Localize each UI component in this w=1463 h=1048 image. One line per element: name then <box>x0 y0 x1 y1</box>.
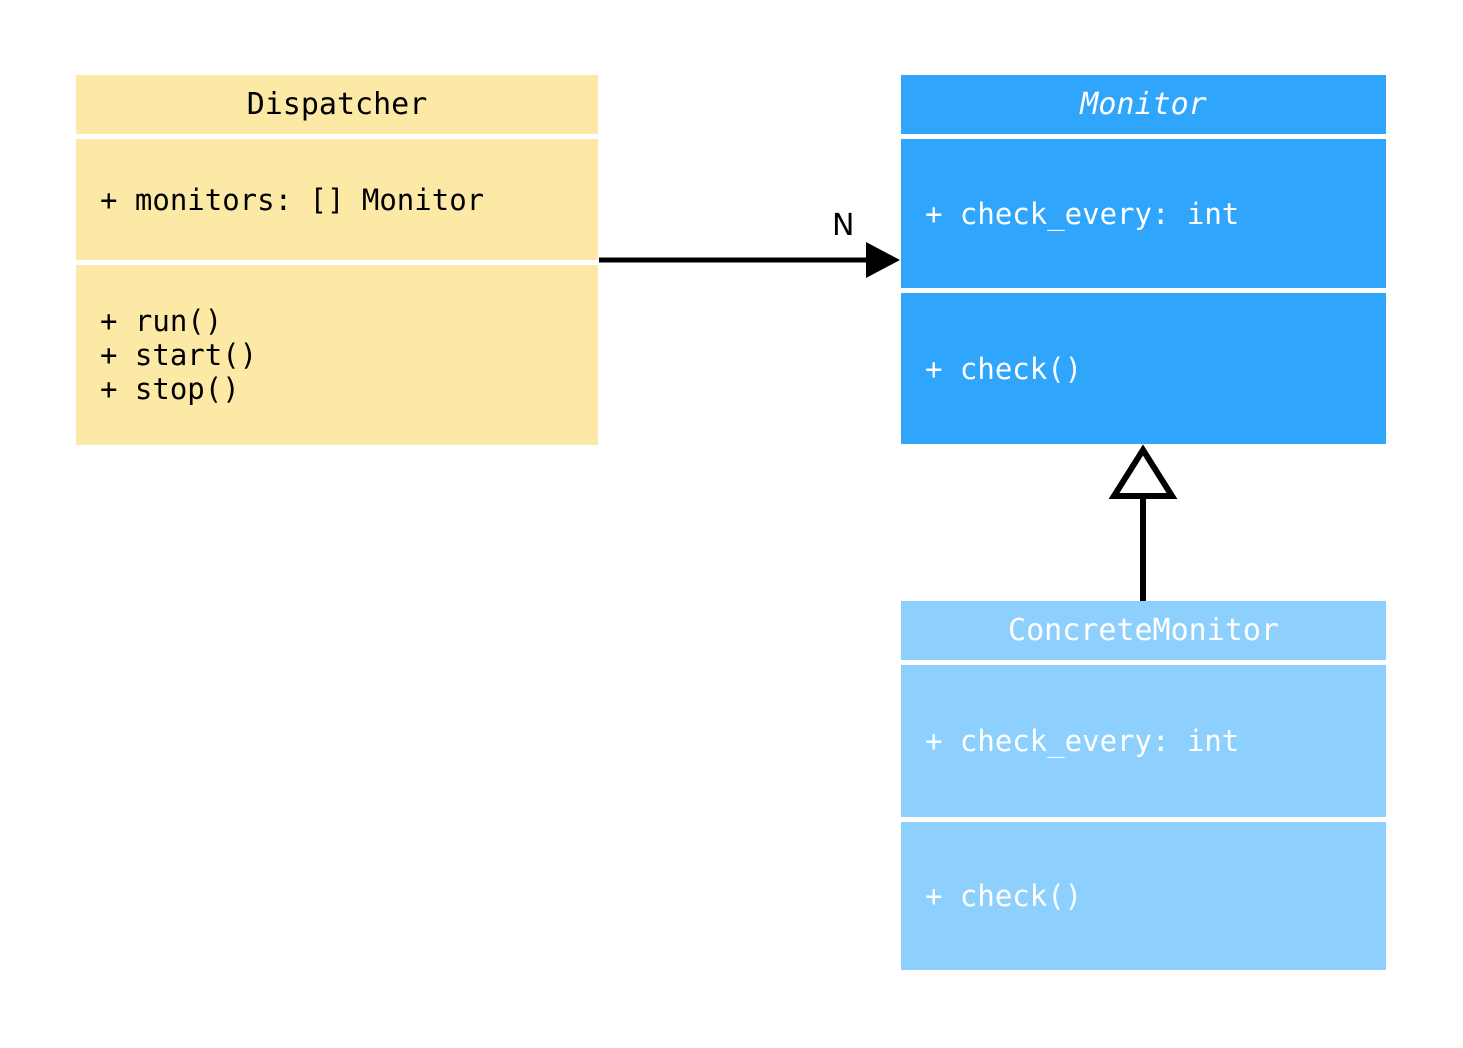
class-name-monitor: Monitor <box>1080 86 1207 122</box>
class-attributes-compartment-dispatcher: + monitors: [] Monitor <box>76 139 598 260</box>
class-name-dispatcher: Dispatcher <box>246 86 428 122</box>
class-methods-compartment-monitor: + check() <box>901 293 1386 444</box>
method-row: + run() <box>100 304 223 338</box>
class-name-concrete-monitor: ConcreteMonitor <box>1008 612 1279 648</box>
class-attributes-compartment-concrete-monitor: + check_every: int <box>901 665 1386 817</box>
attribute-row: + check_every: int <box>925 196 1240 231</box>
class-attributes-compartment-monitor: + check_every: int <box>901 139 1386 288</box>
attribute-row: + monitors: [] Monitor <box>100 182 485 217</box>
class-box-dispatcher[interactable]: Dispatcher + monitors: [] Monitor + run(… <box>76 75 598 445</box>
association-multiplicity-label: N <box>832 208 855 243</box>
class-box-concrete-monitor[interactable]: ConcreteMonitor + check_every: int + che… <box>901 601 1386 970</box>
generalization-concrete-to-monitor <box>1108 444 1178 601</box>
class-methods-compartment-dispatcher: + run() + start() + stop() <box>76 265 598 445</box>
attribute-row: + check_every: int <box>925 724 1240 758</box>
class-title-compartment-monitor: Monitor <box>901 75 1386 134</box>
method-row: + check() <box>925 351 1083 386</box>
association-dispatcher-to-monitor <box>599 242 900 278</box>
method-row: + check() <box>925 879 1083 913</box>
method-row: + stop() <box>100 372 240 406</box>
method-row: + start() <box>100 338 258 372</box>
generalization-triangle-icon <box>1108 444 1178 499</box>
class-box-monitor[interactable]: Monitor + check_every: int + check() <box>901 75 1386 444</box>
class-methods-compartment-concrete-monitor: + check() <box>901 822 1386 970</box>
class-title-compartment-concrete-monitor: ConcreteMonitor <box>901 601 1386 660</box>
class-title-compartment-dispatcher: Dispatcher <box>76 75 598 134</box>
association-arrowhead-icon <box>866 242 900 278</box>
